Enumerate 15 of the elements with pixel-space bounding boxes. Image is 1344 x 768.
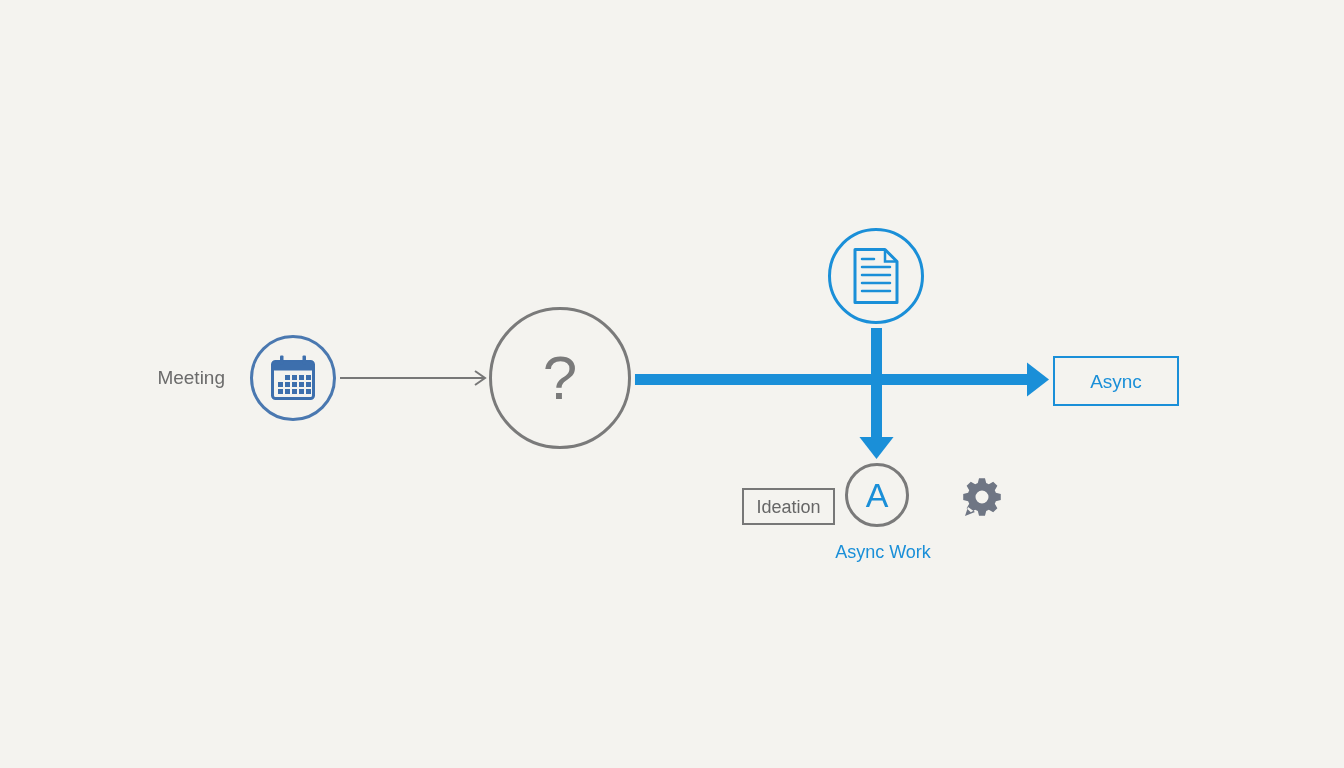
node-label: A xyxy=(865,478,889,512)
circle-node xyxy=(845,463,909,527)
icon-circle xyxy=(250,335,336,421)
circle-node xyxy=(489,307,631,449)
arrow xyxy=(859,328,894,459)
icon-circle xyxy=(828,228,924,324)
arrow xyxy=(339,370,486,386)
node-label: Async xyxy=(1090,371,1142,391)
node-caption: Meeting xyxy=(157,366,225,390)
process-box xyxy=(742,488,835,525)
node-label: ? xyxy=(542,347,578,409)
node-label: Ideation xyxy=(756,497,821,516)
node-caption: Async Work xyxy=(835,542,931,564)
arrow xyxy=(635,362,1049,397)
process-box xyxy=(1053,356,1179,406)
